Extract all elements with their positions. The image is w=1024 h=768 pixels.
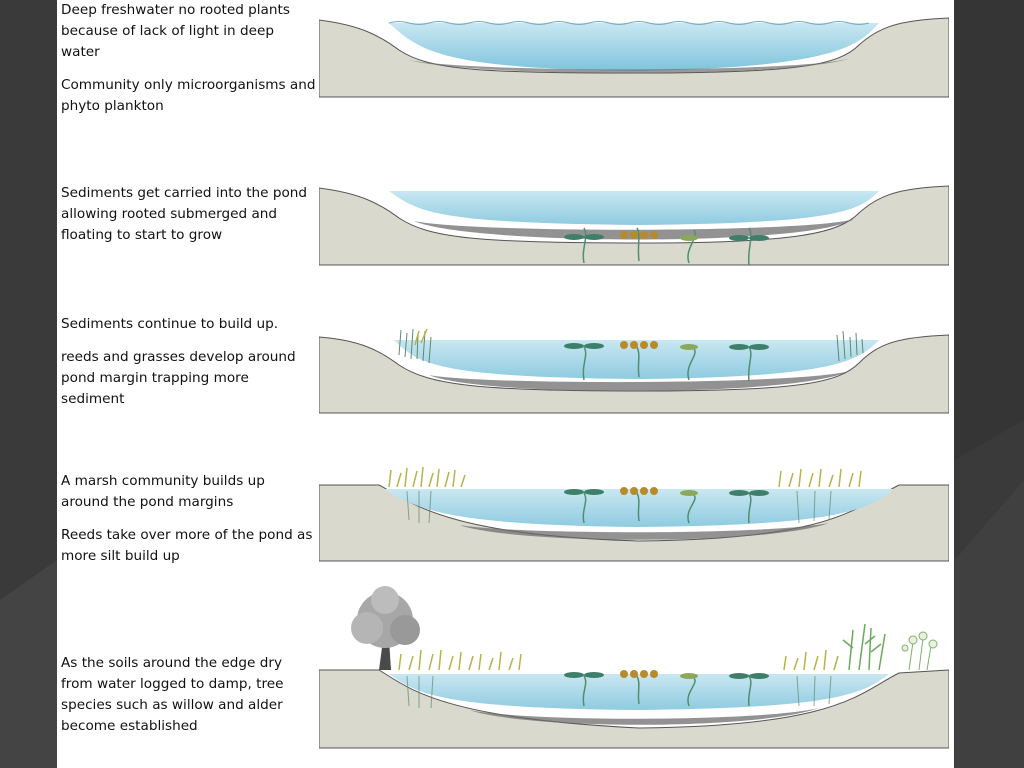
stage-3-para-2: reeds and grasses develop around pond ma… — [61, 349, 296, 407]
marsh-reeds-right — [783, 649, 839, 671]
submerged-plants — [582, 227, 752, 266]
floating-leaves — [564, 489, 769, 496]
stage-4-para-2: Reeds take over more of the pond as more… — [61, 527, 313, 564]
flowers — [620, 487, 658, 495]
diagram-panel: Deep freshwater no rooted plants because… — [57, 0, 954, 768]
stage-1-para-2: Community only microorganisms and phyto … — [61, 77, 316, 114]
stage-1-text: Deep freshwater no rooted plants because… — [61, 0, 316, 129]
ferns-icon — [842, 623, 886, 671]
stage-3-para-1: Sediments continue to build up. — [61, 316, 279, 332]
floating-leaves — [564, 234, 769, 241]
shrub-icon — [901, 631, 938, 671]
stage-2-para-1: Sediments get carried into the pond allo… — [61, 185, 308, 243]
tree-icon — [351, 586, 420, 670]
marsh-reeds-left — [398, 649, 522, 671]
pond-stage-4 — [319, 466, 949, 562]
pond-stage-2 — [319, 185, 949, 266]
stage-1-para-1: Deep freshwater no rooted plants because… — [61, 2, 290, 60]
submerged-plants — [582, 675, 752, 707]
stage-2-text: Sediments get carried into the pond allo… — [61, 183, 316, 258]
stage-5-text: As the soils around the edge dry from wa… — [61, 653, 316, 749]
stage-4-para-1: A marsh community builds up around the p… — [61, 473, 265, 510]
submerged-plants — [582, 492, 752, 524]
floating-leaves — [564, 343, 769, 350]
stage-3-text: Sediments continue to build up. reeds an… — [61, 314, 316, 422]
stage-4-text: A marsh community builds up around the p… — [61, 471, 316, 579]
pond-stage-5 — [319, 586, 949, 749]
pond-stage-3 — [319, 328, 949, 414]
submerged-plants — [582, 346, 752, 382]
stage-5-para-1: As the soils around the edge dry from wa… — [61, 655, 284, 734]
pond-stage-1 — [319, 17, 949, 98]
flowers — [620, 341, 658, 349]
flowers — [620, 231, 658, 239]
floating-leaves — [564, 672, 769, 679]
marsh-reeds-right — [778, 468, 862, 488]
marsh-reeds-left — [388, 466, 466, 488]
flowers — [620, 670, 658, 678]
